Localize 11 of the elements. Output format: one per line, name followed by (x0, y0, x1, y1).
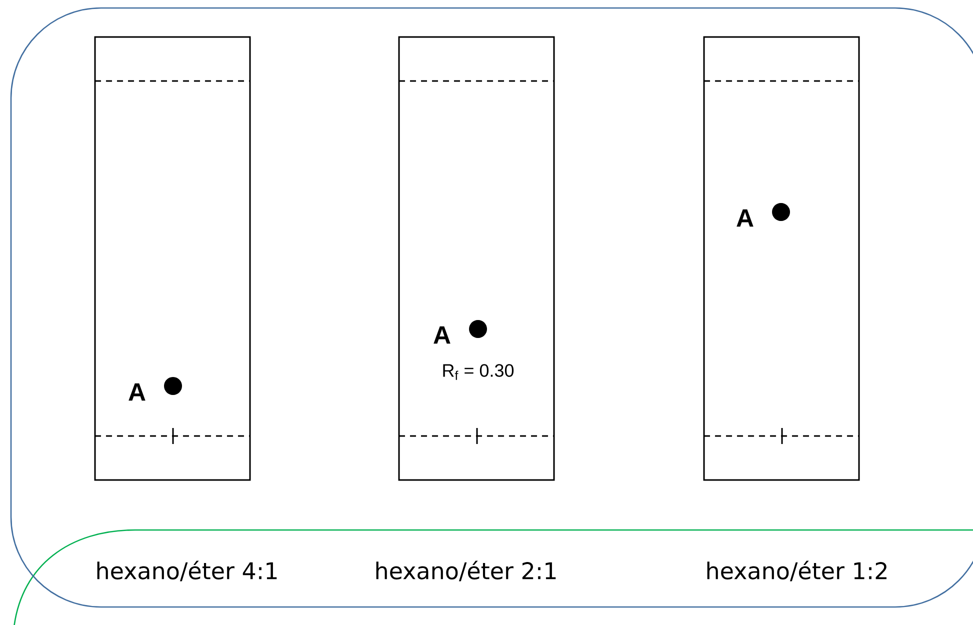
spot-label: A (736, 209, 754, 227)
solvent-label: hexano/éter 1:2 (707, 560, 886, 582)
spot-label: A (434, 326, 450, 344)
plate-rectangle (94, 36, 251, 481)
plate-rectangle (703, 36, 860, 481)
rf-value: R$_{f}$ = 0.30 (443, 364, 514, 380)
solvent-label: hexano/éter 2:1 (376, 560, 556, 582)
solvent-label: hexano/éter 4:1 (97, 560, 277, 582)
plate-rectangle (398, 36, 555, 481)
panel-box (10, 7, 973, 608)
spot-label: A (128, 383, 146, 401)
